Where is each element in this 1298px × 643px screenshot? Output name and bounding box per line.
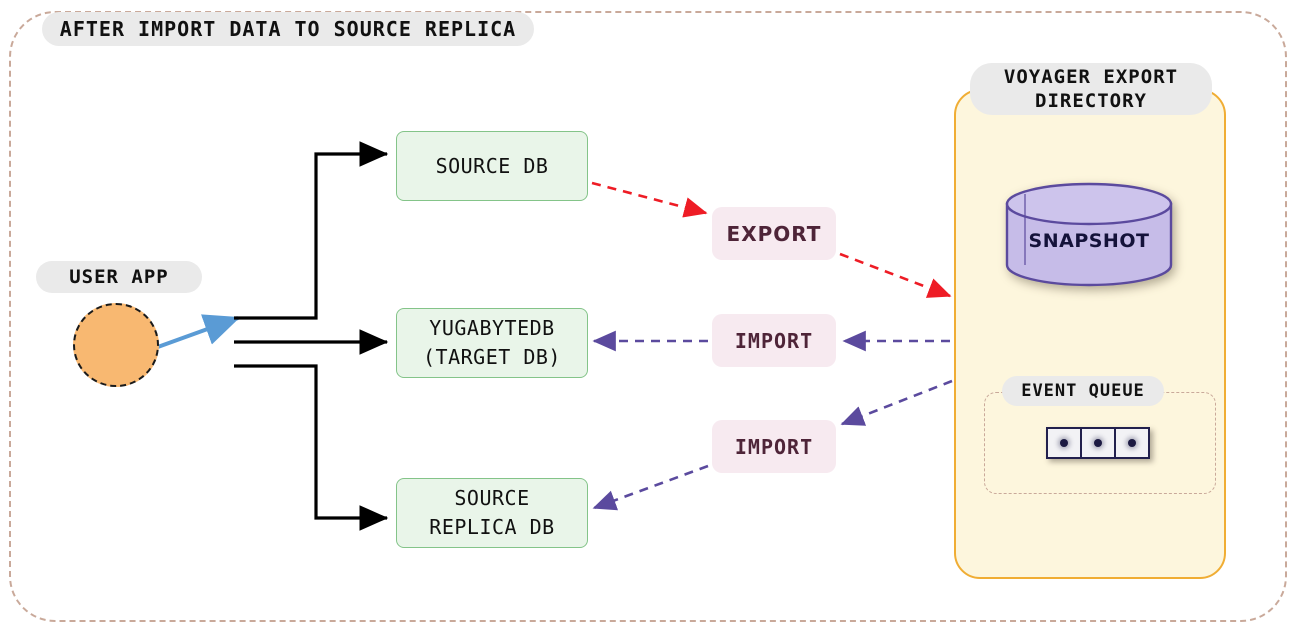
event-dot-icon <box>1060 439 1068 447</box>
event-dot-icon <box>1094 439 1102 447</box>
action-label-export[interactable]: EXPORT <box>712 207 836 260</box>
page-title: AFTER IMPORT DATA TO SOURCE REPLICA <box>42 12 534 46</box>
voyager-export-directory[interactable] <box>954 89 1226 579</box>
event-queue-label: EVENT QUEUE <box>1002 376 1164 406</box>
outer-frame <box>9 11 1287 622</box>
voyager-label-line2: DIRECTORY <box>1035 90 1147 112</box>
snapshot-label: SNAPSHOT <box>1028 230 1150 252</box>
node-source-replica-db[interactable]: SOURCE REPLICA DB <box>396 478 588 548</box>
user-app-label: USER APP <box>36 261 202 293</box>
event-queue-cells <box>1046 427 1150 459</box>
node-source-replica-db-label-line1: SOURCE <box>454 486 530 510</box>
event-queue-cell[interactable] <box>1080 427 1116 459</box>
node-source-db-label: SOURCE DB <box>435 153 549 178</box>
node-source-replica-db-label-line2: REPLICA DB <box>429 515 555 539</box>
event-queue-cell[interactable] <box>1114 427 1150 459</box>
action-label-import-target[interactable]: IMPORT <box>712 314 836 367</box>
snapshot-cylinder-icon <box>1005 182 1173 287</box>
node-source-db[interactable]: SOURCE DB <box>396 131 588 201</box>
node-target-db-label-line1: YUGABYTEDB <box>429 316 555 340</box>
event-queue-cell[interactable] <box>1046 427 1082 459</box>
node-target-db[interactable]: YUGABYTEDB (TARGET DB) <box>396 308 588 378</box>
voyager-export-directory-label: VOYAGER EXPORT DIRECTORY <box>970 63 1212 115</box>
user-app-node[interactable] <box>73 303 159 387</box>
node-target-db-label-line2: (TARGET DB) <box>423 345 561 369</box>
voyager-label-line1: VOYAGER EXPORT <box>1003 66 1179 88</box>
action-label-import-replica[interactable]: IMPORT <box>712 420 836 473</box>
event-dot-icon <box>1128 439 1136 447</box>
